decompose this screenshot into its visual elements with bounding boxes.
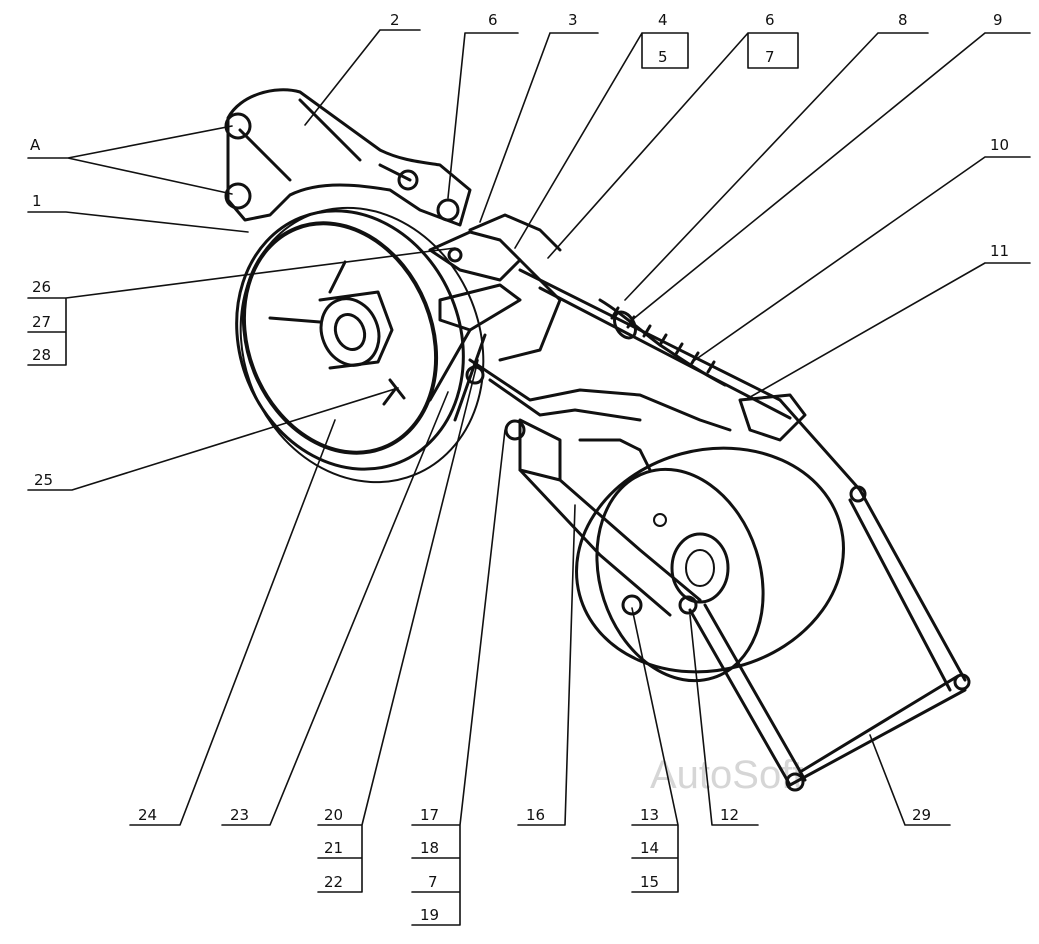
callout-16: 16	[526, 806, 545, 824]
adjuster-spring-rod	[518, 268, 807, 442]
callout-11: 11	[990, 242, 1009, 260]
callout-17: 17	[420, 806, 439, 824]
callout-26: 26	[32, 278, 51, 296]
callout-29: 29	[912, 806, 931, 824]
callout-labels: A 1 2 3 4 5 6 6 7 8 9 10 11 12 13 14 15 …	[30, 11, 1009, 924]
callout-1: 1	[32, 192, 42, 210]
callout-12: 12	[720, 806, 739, 824]
callout-7-bottom: 7	[428, 873, 438, 891]
callout-21: 21	[324, 839, 343, 857]
callout-8: 8	[898, 11, 908, 29]
support-frame	[468, 358, 732, 617]
callout-22: 22	[324, 873, 343, 891]
callout-23: 23	[230, 806, 249, 824]
watermark: AutoSoft	[650, 753, 803, 797]
callout-14: 14	[640, 839, 659, 857]
callout-24: 24	[138, 806, 157, 824]
roller-wheel	[575, 446, 845, 683]
callout-3: 3	[568, 11, 578, 29]
lever-assembly	[428, 213, 562, 441]
leader-lines	[27, 29, 1031, 926]
drum-hub	[318, 290, 406, 406]
callout-9: 9	[993, 11, 1003, 29]
callout-2: 2	[390, 11, 400, 29]
callout-27: 27	[32, 313, 51, 331]
callout-6-right: 6	[765, 11, 775, 29]
callout-20: 20	[324, 806, 343, 824]
callout-7-top: 7	[765, 48, 775, 66]
callout-18: 18	[420, 839, 439, 857]
callout-13: 13	[640, 806, 659, 824]
callout-4: 4	[658, 11, 668, 29]
callout-10: 10	[990, 136, 1009, 154]
bracket-housing	[224, 88, 472, 227]
callout-5: 5	[658, 48, 668, 66]
callout-19: 19	[420, 906, 439, 924]
callout-28: 28	[32, 346, 51, 364]
callout-25: 25	[34, 471, 53, 489]
callout-6-left: 6	[488, 11, 498, 29]
handle-frame	[688, 398, 971, 792]
callout-A: A	[30, 136, 41, 154]
callout-15: 15	[640, 873, 659, 891]
